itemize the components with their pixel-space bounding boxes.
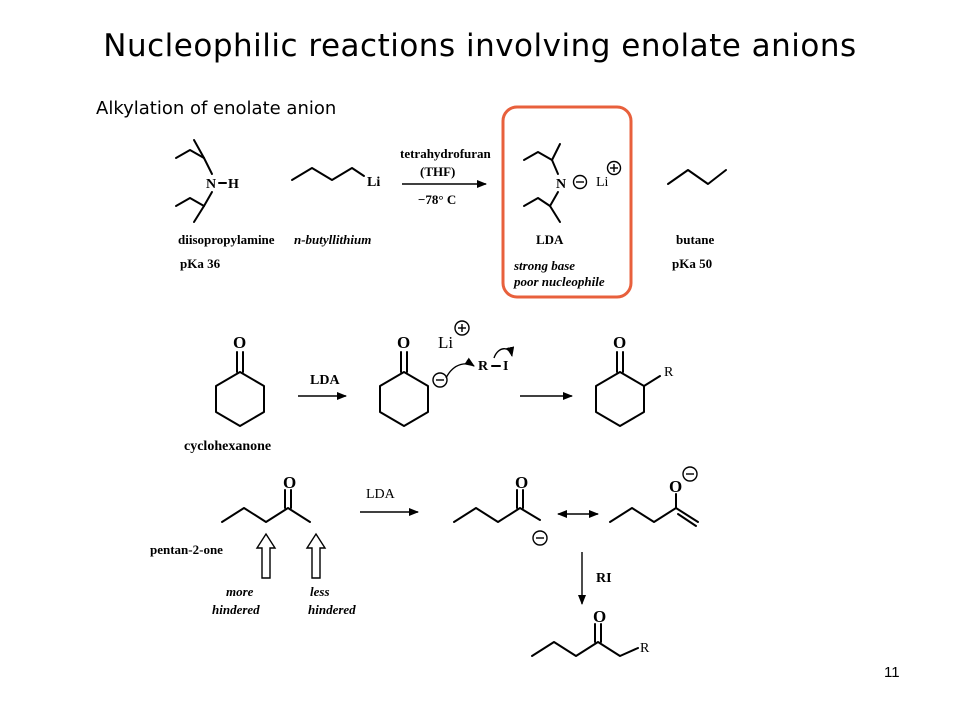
pentan-2-one-structure: O xyxy=(221,473,311,523)
scheme-lda-formation: N H diisopropylamine pKa 36 Li n-butylli… xyxy=(175,105,727,299)
negative-charge-icon xyxy=(572,174,588,190)
lithium-charge-icon xyxy=(454,320,470,336)
oxyanion-charge-icon xyxy=(682,466,698,482)
lda-note-poor-nucleophile: poor nucleophile xyxy=(513,274,605,289)
positive-charge-icon xyxy=(606,160,622,176)
lda-nitrogen: N xyxy=(556,177,566,192)
less-hindered-label-2: hindered xyxy=(308,602,356,617)
alkylated-cyclohexanone-structure: O R xyxy=(595,333,674,427)
enolate-oxygen: O xyxy=(397,333,410,352)
cyclohexanone-oxygen: O xyxy=(233,333,246,352)
alkylated-product-r-group: R xyxy=(640,641,650,656)
lda-lithium: Li xyxy=(596,175,609,190)
butane-pka: pKa 50 xyxy=(672,256,712,271)
amine-hydrogen: H xyxy=(228,177,239,192)
enolate-oxyanion-structure: O xyxy=(609,466,699,527)
electrophile-r: R xyxy=(478,359,489,374)
leaving-group-arrow xyxy=(493,346,515,359)
more-hindered-label-1: more xyxy=(226,584,254,599)
less-hindered-arrow-icon xyxy=(305,532,327,579)
carbanion-charge-icon xyxy=(432,372,448,388)
diisopropylamine-label: diisopropylamine xyxy=(178,232,275,247)
condition-temperature: −78° C xyxy=(418,192,456,207)
section-subtitle: Alkylation of enolate anion xyxy=(96,98,337,119)
product-oxygen: O xyxy=(613,333,626,352)
butyllithium-lithium: Li xyxy=(367,175,380,190)
cyclohexanone-structure: O xyxy=(215,333,265,427)
butane-label: butane xyxy=(676,232,715,247)
lda-reagent-label-2: LDA xyxy=(366,487,396,502)
diisopropylamine-structure: N H xyxy=(175,139,239,223)
less-hindered-label-1: less xyxy=(310,584,330,599)
pentanone-oxygen: O xyxy=(283,473,296,492)
alkylating-agent-label: RI xyxy=(596,571,612,586)
kinetic-enolate-structure: O xyxy=(453,473,548,546)
n-butyllithium-label: n-butyllithium xyxy=(294,232,371,247)
product-r-group: R xyxy=(664,365,674,380)
enolate-carbanion-charge-icon xyxy=(532,530,548,546)
condition-solvent: tetrahydrofuran xyxy=(400,146,492,161)
alkylated-product-oxygen: O xyxy=(593,607,606,626)
cyclohexanone-label: cyclohexanone xyxy=(184,439,271,454)
diisopropylamine-pka: pKa 36 xyxy=(180,256,221,271)
lda-reagent-label: LDA xyxy=(310,373,340,388)
more-hindered-arrow-icon xyxy=(255,532,277,579)
lda-highlight-box xyxy=(501,105,633,299)
page-number: 11 xyxy=(884,664,900,681)
amine-nitrogen: N xyxy=(206,177,216,192)
lda-structure: N Li xyxy=(523,143,622,223)
more-hindered-label-2: hindered xyxy=(212,602,260,617)
condition-solvent-abbrev: (THF) xyxy=(420,164,455,179)
scheme-cyclohexanone-alkylation: O cyclohexanone LDA O Li R I xyxy=(184,320,674,454)
electrophile-iodine: I xyxy=(503,359,508,374)
slide-title: Nucleophilic reactions involving enolate… xyxy=(103,28,857,64)
enolate-lithium: Li xyxy=(438,333,453,352)
alkylated-pentanone-structure: O R xyxy=(531,607,650,657)
lda-label: LDA xyxy=(536,232,564,247)
scheme-pentanone-alkylation: O pentan-2-one more hindered less hinder… xyxy=(150,466,699,657)
n-butyllithium-structure: Li xyxy=(291,167,380,190)
enolate-form2-oxygen: O xyxy=(669,477,682,496)
enolate-structure: O Li R I xyxy=(379,320,515,427)
lda-note-strong-base: strong base xyxy=(513,258,575,273)
butane-structure xyxy=(667,169,727,185)
pentan-2-one-label: pentan-2-one xyxy=(150,542,223,557)
enolate-form1-oxygen: O xyxy=(515,473,528,492)
nucleophilic-attack-arrow xyxy=(445,357,475,379)
